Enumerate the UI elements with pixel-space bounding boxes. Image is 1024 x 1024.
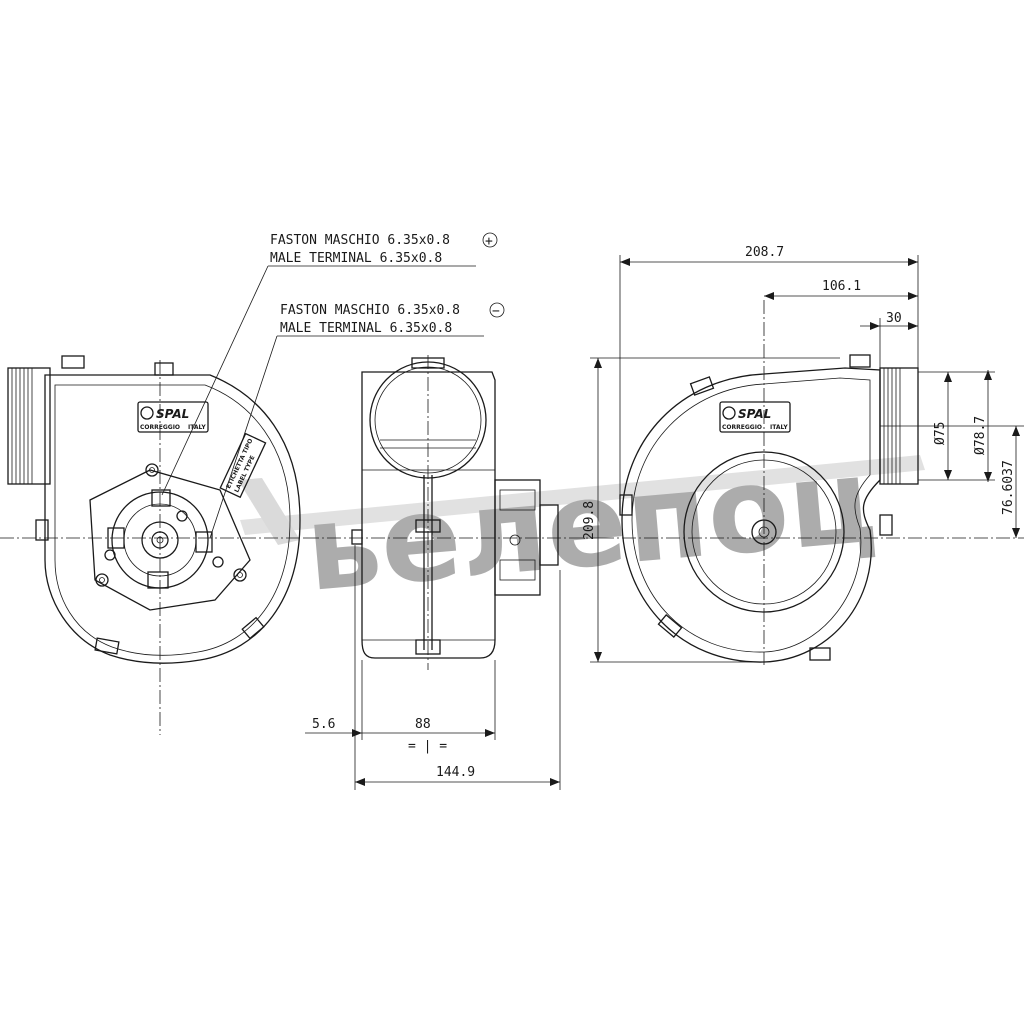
dim-outlet-length: 30 (886, 311, 902, 326)
rear-view: SPAL CORREGGIO ITALY (600, 300, 1024, 665)
dim-outlet-outer-diameter: Ø78.7 (973, 416, 988, 455)
side-view (305, 355, 600, 670)
terminal-annotations: FASTON MASCHIO 6.35x0.8 + MALE TERMINAL … (161, 232, 505, 539)
positive-symbol: + (485, 234, 493, 249)
negative-terminal-en: MALE TERMINAL 6.35x0.8 (280, 321, 452, 336)
logo-brand: SPAL (156, 407, 189, 421)
logo-subtitle-left: CORREGGIO (140, 424, 180, 431)
logo-subtitle-right: ITALY (188, 424, 206, 431)
dim-center-to-outlet: 106.1 (822, 279, 861, 294)
front-view: SPAL CORREGGIO ITALY ETICHETTA TIPO LABE… (0, 355, 305, 735)
logo-brand-rear: SPAL (738, 407, 771, 421)
dim-overall-width: 208.7 (745, 245, 784, 260)
label-sticker: ETICHETTA TIPO LABEL TYPE (219, 432, 267, 499)
negative-terminal-it: FASTON MASCHIO 6.35x0.8 (280, 303, 460, 318)
positive-terminal-it: FASTON MASCHIO 6.35x0.8 (270, 233, 450, 248)
rear-dimensions: 208.7 106.1 30 209.8 Ø75 Ø78.7 76.60 (582, 245, 1024, 663)
side-dimensions: 5.6 88 = | = 144.9 (305, 545, 561, 790)
dim-overall-depth: 144.9 (436, 765, 475, 780)
dim-flange-offset: 5.6 (312, 717, 335, 732)
dim-outlet-offset: 76.6037 (1001, 460, 1016, 515)
spal-logo-front: SPAL CORREGGIO ITALY (137, 401, 209, 433)
positive-terminal-en: MALE TERMINAL 6.35x0.8 (270, 251, 442, 266)
logo-subtitle-right-rear: ITALY (770, 424, 788, 431)
logo-subtitle-left-rear: CORREGGIO (722, 424, 762, 431)
spal-logo-rear: SPAL CORREGGIO ITALY (719, 401, 791, 433)
dim-housing-width: 88 (415, 717, 431, 732)
dim-symmetry-mark: = | = (408, 739, 447, 754)
negative-symbol: − (492, 304, 500, 319)
dim-overall-height: 209.8 (582, 501, 597, 540)
dim-outlet-inner-diameter: Ø75 (933, 422, 948, 445)
